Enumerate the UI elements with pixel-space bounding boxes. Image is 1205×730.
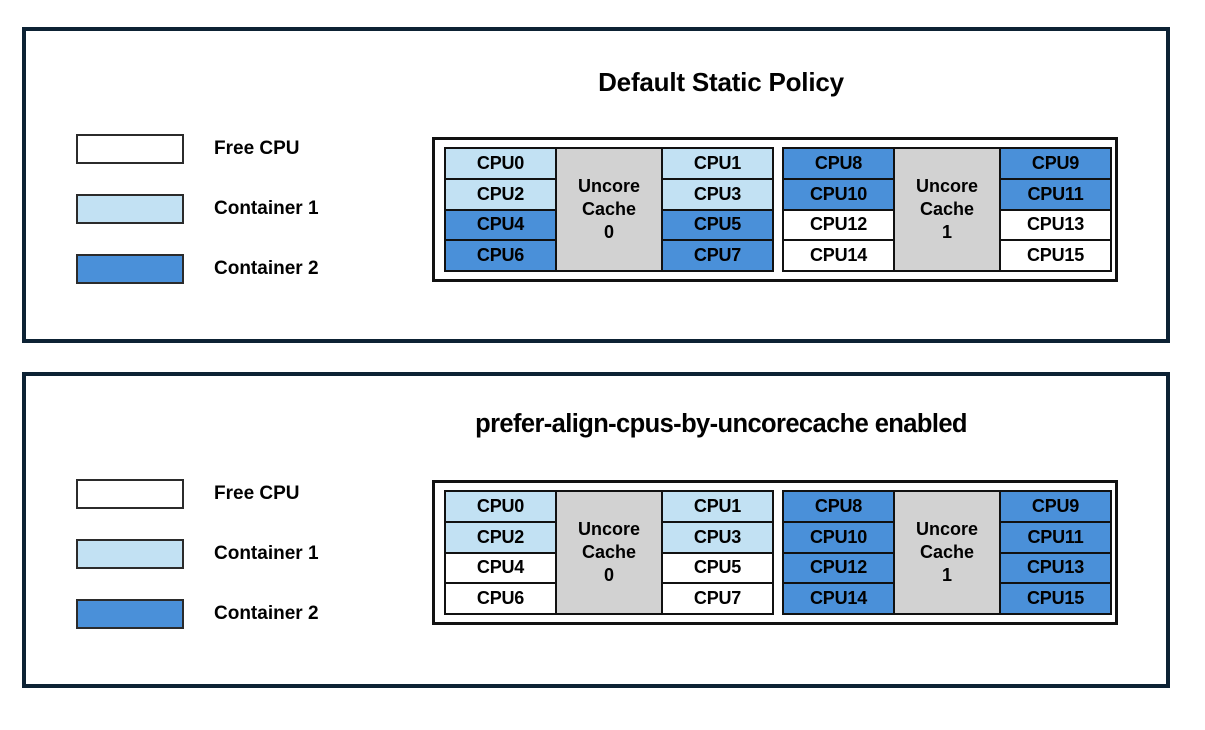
page-title: Default Static Policy [598, 67, 844, 97]
cpu-cell: CPU8 [784, 492, 895, 523]
legend-label-container-2: Container 2 [214, 258, 319, 279]
cpu-cell: CPU4 [446, 553, 557, 585]
legend-item-free-cpu: Free CPU [76, 119, 319, 179]
legend-item-container-1: Container 1 [76, 524, 319, 584]
cpu-cell: CPU1 [661, 492, 772, 523]
page-title: prefer-align-cpus-by-uncorecache enabled [475, 410, 967, 438]
uncore-cache-line-2: Cache [581, 541, 637, 562]
cpu-cell: CPU15 [999, 584, 1110, 613]
uncore-cache-line-2: Cache [919, 541, 975, 562]
cpu-cell: CPU4 [446, 210, 557, 242]
uncore-cache-line-1: Uncore [915, 518, 978, 539]
uncore-cache-line-1: Uncore [577, 518, 640, 539]
panel-prefer-align-cpus-by-uncorecache: prefer-align-cpus-by-uncorecache enabled… [22, 372, 1170, 688]
uncore-cache-index: 0 [603, 565, 614, 586]
cpu-column-right: CPU1 CPU3 CPU5 CPU7 [661, 492, 772, 613]
uncore-cache-label: Uncore Cache 1 [895, 492, 999, 613]
uncore-cache-label: Uncore Cache 1 [895, 149, 999, 270]
legend-item-free-cpu: Free CPU [76, 464, 319, 524]
cpu-cell: CPU1 [661, 149, 772, 180]
cpu-cell: CPU5 [661, 210, 772, 242]
legend-swatch-container-2 [76, 599, 184, 629]
cpu-column-right: CPU9 CPU11 CPU13 CPU15 [999, 492, 1110, 613]
cpu-column-left: CPU0 CPU2 CPU4 CPU6 [446, 492, 557, 613]
legend: Free CPU Container 1 Container 2 [76, 119, 319, 299]
cpu-cell: CPU14 [784, 241, 895, 270]
cpu-cell: CPU0 [446, 149, 557, 180]
uncore-cache-group-0: CPU0 CPU2 CPU4 CPU6 Uncore Cache 0 CPU1 … [444, 490, 774, 615]
uncore-cache-line-2: Cache [581, 198, 637, 219]
legend-swatch-container-1 [76, 539, 184, 569]
cpu-topology-grid: CPU0 CPU2 CPU4 CPU6 Uncore Cache 0 CPU1 … [432, 137, 1118, 282]
legend-swatch-free-cpu [76, 134, 184, 164]
cpu-cell: CPU13 [999, 210, 1110, 242]
cpu-cell: CPU13 [999, 553, 1110, 585]
uncore-cache-line-2: Cache [919, 198, 975, 219]
uncore-cache-index: 1 [941, 565, 952, 586]
cpu-column-right: CPU1 CPU3 CPU5 CPU7 [661, 149, 772, 270]
legend-swatch-container-1 [76, 194, 184, 224]
panel-default-static-policy: Default Static Policy Free CPU Container… [22, 27, 1170, 343]
cpu-column-left: CPU8 CPU10 CPU12 CPU14 [784, 492, 895, 613]
cpu-cell: CPU2 [446, 179, 557, 211]
cpu-cell: CPU9 [999, 492, 1110, 523]
uncore-cache-index: 0 [603, 222, 614, 243]
legend-label-container-1: Container 1 [214, 543, 319, 564]
uncore-cache-line-1: Uncore [577, 175, 640, 196]
uncore-cache-group-0: CPU0 CPU2 CPU4 CPU6 Uncore Cache 0 CPU1 … [444, 147, 774, 272]
cpu-cell: CPU12 [784, 553, 895, 585]
legend: Free CPU Container 1 Container 2 [76, 464, 319, 644]
cpu-cell: CPU8 [784, 149, 895, 180]
legend-item-container-2: Container 2 [76, 584, 319, 644]
legend-item-container-1: Container 1 [76, 179, 319, 239]
cpu-column-left: CPU8 CPU10 CPU12 CPU14 [784, 149, 895, 270]
legend-label-container-1: Container 1 [214, 198, 319, 219]
cpu-cell: CPU11 [999, 522, 1110, 554]
cpu-cell: CPU11 [999, 179, 1110, 211]
cpu-column-right: CPU9 CPU11 CPU13 CPU15 [999, 149, 1110, 270]
legend-label-container-2: Container 2 [214, 603, 319, 624]
cpu-cell: CPU14 [784, 584, 895, 613]
legend-item-container-2: Container 2 [76, 239, 319, 299]
cpu-cell: CPU6 [446, 584, 557, 613]
cpu-cell: CPU5 [661, 553, 772, 585]
cpu-cell: CPU3 [661, 522, 772, 554]
cpu-cell: CPU2 [446, 522, 557, 554]
cpu-column-left: CPU0 CPU2 CPU4 CPU6 [446, 149, 557, 270]
uncore-cache-group-1: CPU8 CPU10 CPU12 CPU14 Uncore Cache 1 CP… [782, 147, 1112, 272]
uncore-cache-group-1: CPU8 CPU10 CPU12 CPU14 Uncore Cache 1 CP… [782, 490, 1112, 615]
legend-label-free-cpu: Free CPU [214, 138, 300, 159]
uncore-cache-label: Uncore Cache 0 [557, 149, 661, 270]
cpu-cell: CPU3 [661, 179, 772, 211]
cpu-cell: CPU7 [661, 584, 772, 613]
cpu-cell: CPU9 [999, 149, 1110, 180]
cpu-cell: CPU12 [784, 210, 895, 242]
cpu-topology-grid: CPU0 CPU2 CPU4 CPU6 Uncore Cache 0 CPU1 … [432, 480, 1118, 625]
legend-label-free-cpu: Free CPU [214, 483, 300, 504]
cpu-cell: CPU15 [999, 241, 1110, 270]
cpu-cell: CPU10 [784, 522, 895, 554]
uncore-cache-label: Uncore Cache 0 [557, 492, 661, 613]
uncore-cache-line-1: Uncore [915, 175, 978, 196]
cpu-cell: CPU0 [446, 492, 557, 523]
cpu-cell: CPU6 [446, 241, 557, 270]
cpu-cell: CPU7 [661, 241, 772, 270]
legend-swatch-free-cpu [76, 479, 184, 509]
uncore-cache-index: 1 [941, 222, 952, 243]
cpu-cell: CPU10 [784, 179, 895, 211]
legend-swatch-container-2 [76, 254, 184, 284]
